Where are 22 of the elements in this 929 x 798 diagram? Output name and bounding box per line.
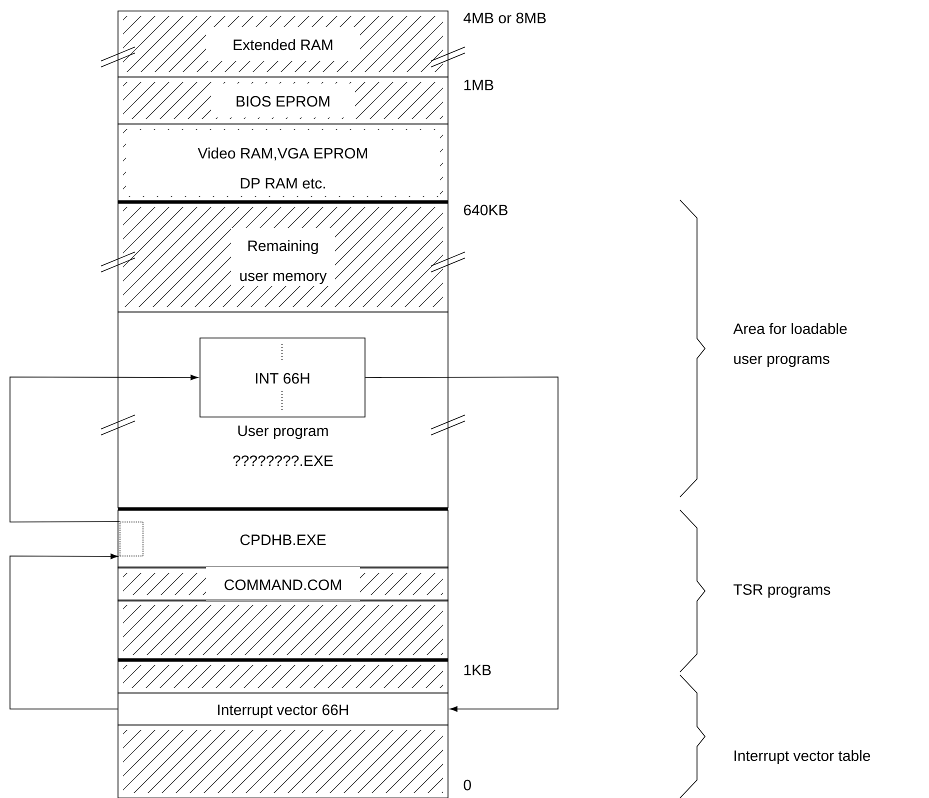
dotted-box xyxy=(120,522,144,556)
region-label: Area for loadable user programs xyxy=(733,323,847,367)
region-label: Interrupt vector table xyxy=(734,750,870,764)
memory-band xyxy=(118,600,448,660)
memory-band: Video RAM,VGA EPROM DP RAM etc. xyxy=(118,124,448,202)
region-label: TSR programs xyxy=(734,584,830,598)
arrow xyxy=(365,376,558,712)
memory-band: COMMAND.COM xyxy=(118,566,448,602)
memory-band xyxy=(118,724,448,798)
memory-band: Remaining user memory xyxy=(118,202,448,312)
address-label: 4MB or 8MB xyxy=(464,12,546,24)
memory-band: Interrupt vector 66H xyxy=(118,692,448,726)
arrow xyxy=(10,554,118,710)
address-label: 640KB xyxy=(464,204,508,216)
address-label: 1MB xyxy=(464,80,494,90)
program-box: INT 66H xyxy=(200,338,366,418)
memory-band: BIOS EPROM xyxy=(118,76,448,124)
memory-band: Extended RAM xyxy=(118,10,448,78)
arrow xyxy=(10,374,198,522)
address-label: 0 xyxy=(464,780,471,790)
memory-band xyxy=(118,660,448,694)
address-label: 1KB xyxy=(464,664,491,676)
